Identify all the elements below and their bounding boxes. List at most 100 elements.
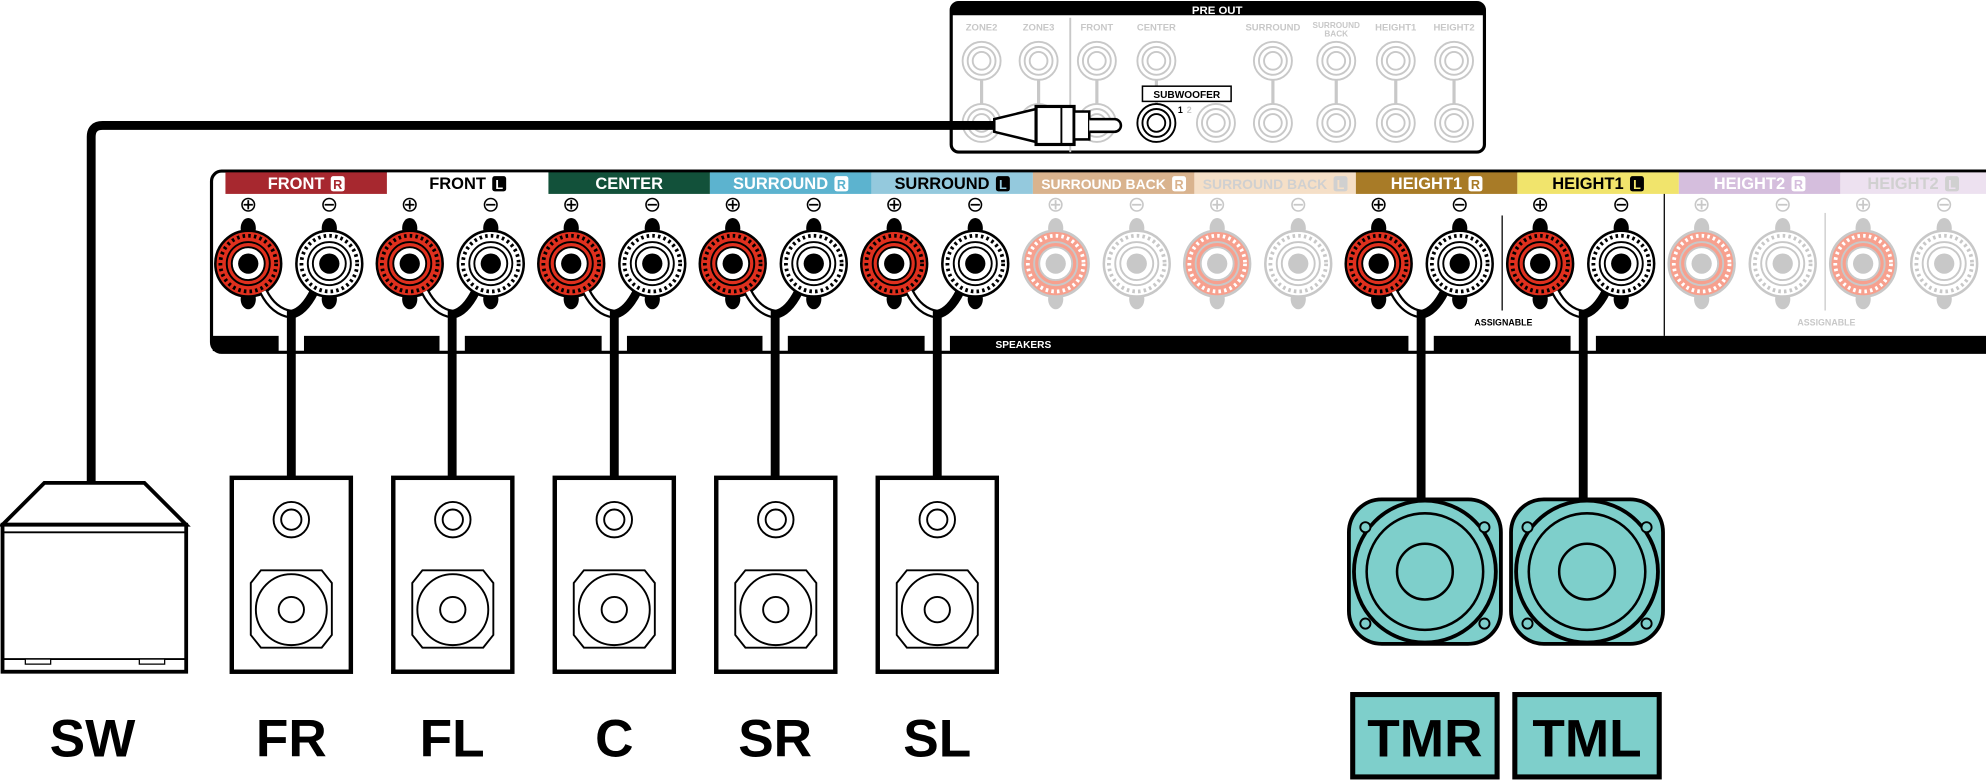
channel-label: SURROUND BACK [1041,176,1165,192]
channel-badge-box [1172,176,1187,192]
pre-out-jack[interactable] [1076,40,1117,81]
subwoofer-2-jack[interactable] [1195,102,1236,143]
channel-badge: L [495,178,503,192]
speaker-sr [714,475,838,674]
negative-terminal[interactable] [295,217,364,310]
positive-terminal[interactable] [860,217,929,310]
speaker-fr [229,475,354,674]
negative-terminal[interactable] [1748,217,1817,310]
pre-out-label: CENTER [1137,22,1176,33]
label-tmr-box: TMR [1350,692,1500,780]
positive-terminal[interactable] [537,217,606,310]
label-c: C [595,710,633,769]
positive-terminal[interactable] [1021,217,1090,310]
speaker-fl [391,475,515,674]
pre-out-jack[interactable] [961,40,1002,81]
channel-label: HEIGHT2 [1714,175,1785,193]
negative-terminal[interactable] [1425,217,1494,310]
channel-badge: L [1633,178,1641,192]
pre-out-jack[interactable] [1316,40,1357,81]
speaker-sl [875,475,1000,674]
pre-out-jack[interactable] [1375,40,1416,81]
pre-out-jack[interactable] [1434,102,1474,143]
label-sw: SW [50,710,136,769]
channel-badge: L [1948,178,1956,192]
channel-height1-l: HEIGHT1 L ⊕ ⊖ [1505,172,1679,319]
channel-label: HEIGHT1 [1552,175,1623,193]
minus-symbol: ⊖ [1612,193,1630,217]
label-tml: TML [1532,710,1641,769]
negative-terminal[interactable] [941,217,1010,310]
pre-out-jack[interactable] [1375,102,1416,143]
pre-out-label: SURROUND [1313,21,1361,30]
negative-terminal[interactable] [618,217,687,310]
negative-terminal[interactable] [1587,217,1656,310]
label-tmr: TMR [1367,710,1482,769]
positive-terminal[interactable] [375,217,444,310]
channel-header [1032,172,1195,194]
plus-symbol: ⊕ [1531,193,1549,217]
channel-badge-box [834,176,849,192]
positive-terminal[interactable] [698,217,767,310]
subwoofer-1-label: 1 [1178,105,1183,115]
pre-out-label: FRONT [1081,22,1114,33]
subwoofer-speaker [0,480,191,674]
minus-symbol: ⊖ [1128,193,1146,217]
assignable-label-height1: ASSIGNABLE [1474,318,1532,328]
negative-terminal[interactable] [1102,217,1171,310]
subwoofer-2-label: 2 [1187,105,1192,115]
channel-badge: R [1471,178,1480,192]
plus-symbol: ⊕ [239,193,257,217]
positive-terminal[interactable] [214,217,283,310]
channel-header [709,172,872,194]
negative-terminal[interactable] [1910,217,1979,310]
minus-symbol: ⊖ [805,193,823,217]
plus-symbol: ⊕ [885,193,903,217]
pre-out-label: HEIGHT1 [1375,22,1417,33]
plus-symbol: ⊕ [562,193,580,217]
plus-symbol: ⊕ [1370,193,1388,217]
plus-symbol: ⊕ [1693,193,1711,217]
minus-symbol: ⊖ [1935,193,1953,217]
positive-terminal[interactable] [1344,217,1413,310]
channel-label: SURROUND [733,175,828,193]
pre-out-jack[interactable] [1316,102,1357,143]
channel-badge-box [1468,176,1483,192]
panel-footer-bar [949,335,1409,352]
pre-out-jack[interactable] [1252,102,1293,143]
panel-footer-bar [303,335,440,352]
panel-footer-bar [1595,335,1986,352]
channel-center: CENTER⊕⊖ [537,172,710,319]
channel-badge: L [999,178,1007,192]
plus-symbol: ⊕ [724,193,742,217]
pre-out-jack[interactable] [1434,40,1474,81]
positive-terminal[interactable] [1667,217,1736,310]
pre-out-jack[interactable] [1018,40,1059,81]
speaker-c [552,475,677,674]
channel-header [871,172,1033,194]
positive-terminal[interactable] [1828,217,1898,310]
channel-header [225,172,387,194]
pre-out-jack[interactable] [1136,40,1177,81]
pre-out-label: HEIGHT2 [1433,22,1474,33]
pre-out-label: SURROUND [1245,22,1300,33]
subwoofer-jack[interactable] [1136,102,1177,143]
pre-out-jack[interactable] [1252,40,1293,81]
channel-label: HEIGHT1 [1391,175,1462,193]
channel-label: SURROUND BACK [1203,176,1327,192]
channel-label: HEIGHT2 [1867,175,1938,193]
negative-terminal[interactable] [779,217,848,310]
positive-terminal[interactable] [1505,217,1575,310]
negative-terminal[interactable] [456,217,525,310]
minus-symbol: ⊖ [643,193,661,217]
positive-terminal[interactable] [1182,217,1252,310]
panel-footer-bar [626,335,763,352]
negative-terminal[interactable] [1264,217,1333,310]
